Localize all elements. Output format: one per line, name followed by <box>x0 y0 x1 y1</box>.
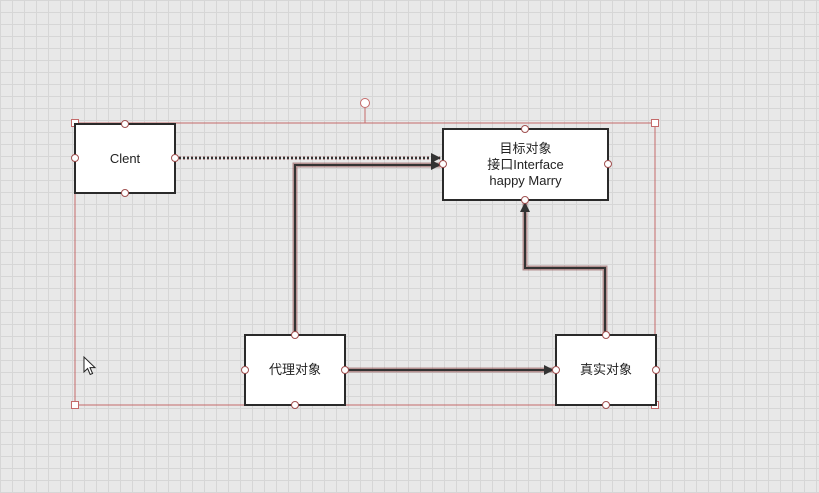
anchor-point[interactable] <box>552 366 560 374</box>
resize-handle-bottom-left[interactable] <box>71 401 79 409</box>
connectors <box>175 153 608 375</box>
anchor-point[interactable] <box>121 189 129 197</box>
anchor-point[interactable] <box>521 125 529 133</box>
resize-handle-top-right[interactable] <box>651 119 659 127</box>
anchor-point[interactable] <box>341 366 349 374</box>
edge-real-target[interactable] <box>520 202 608 334</box>
anchor-point[interactable] <box>602 331 610 339</box>
anchor-point[interactable] <box>121 120 129 128</box>
anchor-point[interactable] <box>439 160 447 168</box>
anchor-point[interactable] <box>521 196 529 204</box>
anchor-point[interactable] <box>604 160 612 168</box>
node-proxy[interactable] <box>241 331 349 409</box>
node-client[interactable] <box>71 120 179 197</box>
anchor-point[interactable] <box>241 366 249 374</box>
anchor-point[interactable] <box>291 401 299 409</box>
anchor-point[interactable] <box>171 154 179 162</box>
rotate-handle[interactable] <box>360 98 370 108</box>
anchor-point[interactable] <box>602 401 610 409</box>
anchor-point[interactable] <box>291 331 299 339</box>
edge-proxy-target[interactable] <box>292 160 441 334</box>
mouse-pointer-icon <box>83 355 97 376</box>
anchor-point[interactable] <box>71 154 79 162</box>
anchor-point[interactable] <box>652 366 660 374</box>
node-target[interactable] <box>439 125 612 204</box>
node-real[interactable] <box>552 331 660 409</box>
